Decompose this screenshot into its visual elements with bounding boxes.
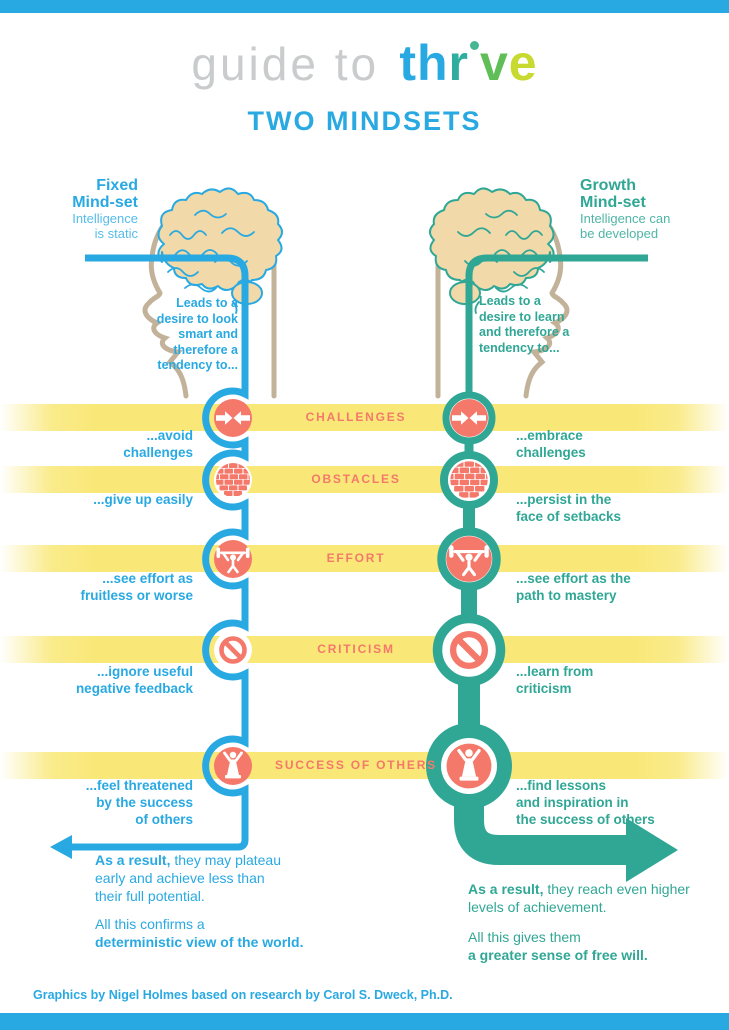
fixed-result-1: As a result, they may plateau early and …	[95, 851, 365, 905]
growth-result-2-bold: a greater sense of free will.	[468, 947, 648, 963]
growth-head	[430, 188, 567, 396]
row-label-challenges: CHALLENGES	[305, 410, 407, 424]
fixed-text-success: ...feel threatened by the success of oth…	[85, 778, 193, 827]
band-criticism	[0, 636, 729, 663]
growth-result-1: As a result, they reach even higher leve…	[468, 880, 728, 916]
band-obstacles	[0, 466, 729, 493]
top-bar	[0, 0, 729, 13]
fixed-result-2-pre: All this confirms a	[95, 916, 205, 932]
growth-arrowhead	[626, 818, 678, 882]
fixed-result-2: All this confirms a deterministic view o…	[95, 915, 365, 951]
growth-text-challenges: ...embrace challenges	[516, 428, 586, 460]
growth-text-effort: ...see effort as the path to mastery	[516, 571, 631, 603]
bottom-bar	[0, 1013, 729, 1030]
growth-result-2: All this gives them a greater sense of f…	[468, 928, 728, 964]
brand-v: v	[479, 35, 509, 91]
growth-mindset-sub: Intelligence can be developed	[580, 211, 671, 241]
growth-result-1-bold: As a result,	[468, 881, 544, 897]
brand-r: r	[448, 35, 469, 91]
growth-mindset-label: Growth Mind-set	[580, 177, 646, 211]
fixed-spine	[70, 254, 249, 851]
growth-text-obstacles: ...persist in the face of setbacks	[516, 492, 622, 524]
row-label-obstacles: OBSTACLES	[311, 472, 401, 486]
growth-result-2-pre: All this gives them	[468, 929, 581, 945]
fixed-text-effort: ...see effort as fruitless or worse	[80, 571, 193, 603]
row-label-success: SUCCESS OF OTHERS	[275, 758, 437, 772]
fixed-result-2-bold: deterministic view of the world.	[95, 934, 304, 950]
row-label-criticism: CRITICISM	[317, 642, 395, 656]
growth-text-criticism: ...learn from criticism	[516, 664, 594, 696]
band-success	[0, 752, 729, 779]
fixed-mindset-label: Fixed Mind-set	[72, 177, 138, 211]
fixed-arrowhead	[50, 835, 72, 859]
growth-result-1-rest: they reach even higher levels of achieve…	[468, 881, 690, 915]
logo-guide-to: guide to	[191, 38, 380, 90]
page-title: TWO MINDSETS	[247, 106, 482, 136]
growth-text-success: ...find lessons and inspiration in the s…	[516, 778, 655, 827]
fixed-text-criticism: ...ignore useful negative feedback	[75, 664, 193, 696]
fixed-text-challenges: ...avoid challenges	[123, 428, 193, 460]
growth-leads-text: Leads to a desire to learn and therefore…	[479, 294, 570, 355]
credit-line: Graphics by Nigel Holmes based on resear…	[33, 988, 453, 1002]
i-dot-icon	[469, 41, 479, 50]
band-challenges	[0, 404, 729, 431]
band-effort	[0, 545, 729, 572]
brand-th: th	[399, 35, 449, 91]
fixed-mindset-sub: Intelligence is static	[72, 211, 138, 241]
fixed-leads-text: Leads to a desire to look smart and ther…	[156, 296, 238, 372]
fixed-result-1-bold: As a result,	[95, 852, 171, 868]
fixed-result-1-rest: they may plateau early and achieve less …	[95, 852, 281, 904]
row-label-effort: EFFORT	[326, 551, 386, 565]
fixed-text-obstacles: ...give up easily	[93, 492, 193, 507]
brand-e: e	[508, 35, 538, 91]
